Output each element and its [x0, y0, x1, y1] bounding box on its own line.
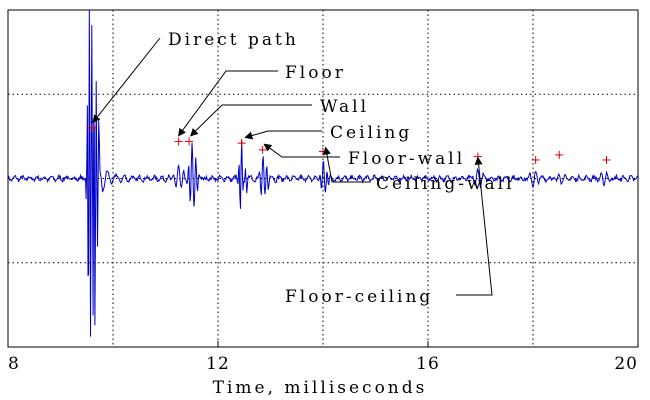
annotation-label: Ceiling	[330, 123, 412, 143]
reflection-marker	[174, 137, 183, 146]
annotations: Direct pathFloorWallCeilingFloor-wallCei…	[92, 30, 515, 307]
x-tick-label: 8	[8, 354, 20, 374]
annotation-ceiling: Ceiling	[244, 123, 412, 143]
annotation-label: Wall	[320, 97, 369, 117]
x-tick-label: 12	[206, 354, 230, 374]
plot-frame	[7, 9, 639, 348]
annotation-arrow	[92, 37, 161, 124]
annotation-arrow	[456, 156, 493, 296]
annotation-floor-wall: Floor-wall	[263, 143, 465, 169]
waveform-line	[7, 9, 638, 337]
annotation-label: Floor-wall	[348, 149, 465, 169]
waveform-series	[7, 9, 638, 337]
annotation-label: Floor	[285, 63, 346, 83]
reflection-marker	[531, 155, 540, 164]
x-axis-label: Time, milliseconds	[213, 378, 428, 398]
annotation-ceiling-wall: Ceiling-wall	[322, 146, 515, 194]
annotation-label: Floor-ceiling	[285, 287, 433, 307]
annotation-floor: Floor	[178, 63, 346, 137]
x-axis-ticks: 8 12 16 20	[7, 341, 639, 374]
annotation-arrow	[244, 130, 322, 140]
reflection-marker	[237, 139, 246, 148]
annotation-label: Direct path	[168, 30, 299, 50]
annotation-arrow	[263, 143, 340, 158]
reflection-marker	[88, 123, 96, 132]
annotation-wall: Wall	[189, 97, 369, 137]
grid-lines	[8, 10, 639, 347]
annotation-arrow	[189, 104, 312, 137]
reflection-marker	[602, 155, 611, 164]
annotation-direct-path: Direct path	[92, 30, 299, 124]
annotation-label: Ceiling-wall	[376, 174, 515, 194]
x-tick-label: 20	[614, 354, 638, 374]
x-tick-label: 16	[416, 354, 440, 374]
annotation-arrow	[322, 146, 370, 183]
annotation-arrow	[178, 70, 278, 137]
reflection-marker	[555, 150, 564, 159]
annotation-floor-ceiling: Floor-ceiling	[285, 156, 493, 307]
reflection-marker	[185, 137, 194, 146]
reflection-marker	[258, 145, 267, 154]
